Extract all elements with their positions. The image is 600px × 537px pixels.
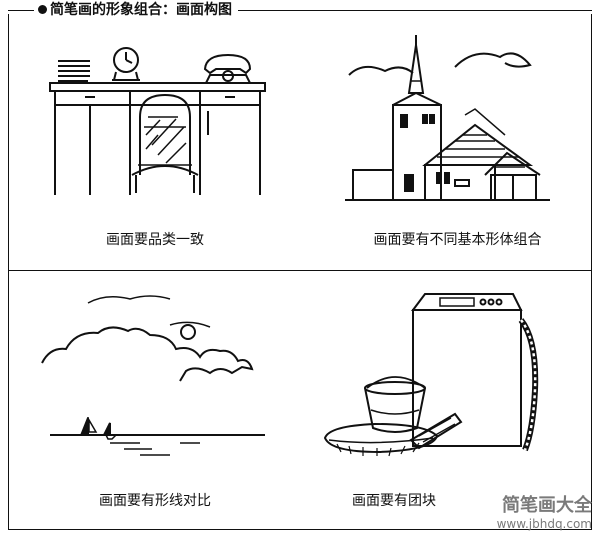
cloud-icon [87, 295, 171, 304]
church-drawing-icon [345, 35, 550, 201]
panel-washing-machine [315, 280, 590, 475]
caption-2: 画面要有不同基本形体组合 [373, 232, 542, 248]
caption-1: 画面要品类一致 [106, 232, 204, 248]
header-rule [8, 10, 592, 11]
page-title: 简笔画的形象组合：画面构图 [34, 0, 238, 20]
cloud-bank-icon [41, 326, 254, 382]
panel-church [325, 25, 590, 205]
telephone-icon [203, 53, 252, 84]
watermark-name: 简笔画大全 [502, 495, 592, 516]
basket-icon [323, 422, 439, 457]
page-title-text: 简笔画的形象组合：画面构图 [50, 2, 232, 18]
washing-machine-icon [411, 293, 539, 452]
watermark-url: www.jbhdq.com [496, 517, 592, 531]
panel-divider [8, 270, 592, 271]
caption-3: 画面要有形线对比 [99, 493, 211, 509]
cloud-icon [454, 52, 532, 68]
clock-icon [112, 47, 140, 81]
caption-4: 画面要有团块 [352, 493, 436, 509]
sailboat-icon [80, 417, 98, 435]
sailboat-icon [102, 422, 118, 440]
chair-icon [131, 93, 199, 193]
desk-drawing-icon [49, 47, 266, 195]
page-frame [8, 14, 592, 530]
washing-machine-drawing-icon [323, 293, 539, 457]
seascape-drawing-icon [41, 295, 265, 456]
paper-stack-icon [58, 60, 90, 82]
sun-icon [180, 324, 196, 340]
panel-desk [20, 25, 290, 205]
panel-seascape [20, 285, 290, 475]
bullet-icon [38, 5, 47, 14]
watermark: 简笔画大全 www.jbhdq.com [497, 495, 592, 531]
cloud-icon [348, 65, 414, 76]
